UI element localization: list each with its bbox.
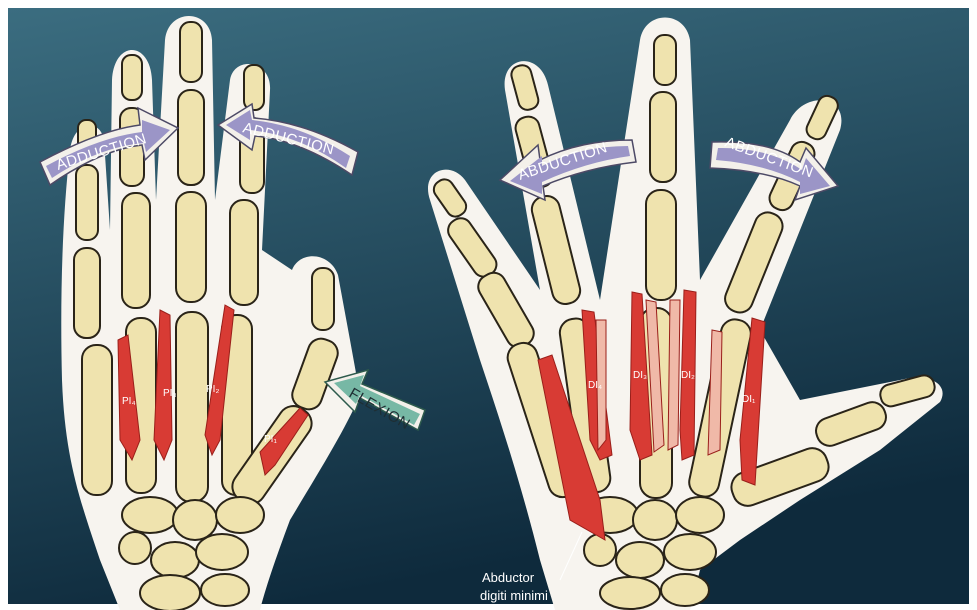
muscle-label-di3: DI₃ (633, 370, 647, 381)
muscle-label-di4: DI₄ (588, 380, 602, 391)
muscle-di2-pale (668, 300, 680, 450)
muscle-label-pi4: PI₄ (122, 396, 136, 407)
muscle-label-pi2: PI₂ (206, 384, 219, 395)
muscle-label-di1: DI₁ (742, 394, 756, 405)
muscle-label-pi1: PI₁ (264, 434, 277, 445)
caption-digiti-minimi: digiti minimi (480, 588, 548, 603)
caption-abductor: Abductor (482, 570, 535, 585)
muscle-label-pi3: PI₃ (163, 388, 177, 399)
muscle-label-di2: DI₂ (681, 370, 695, 381)
